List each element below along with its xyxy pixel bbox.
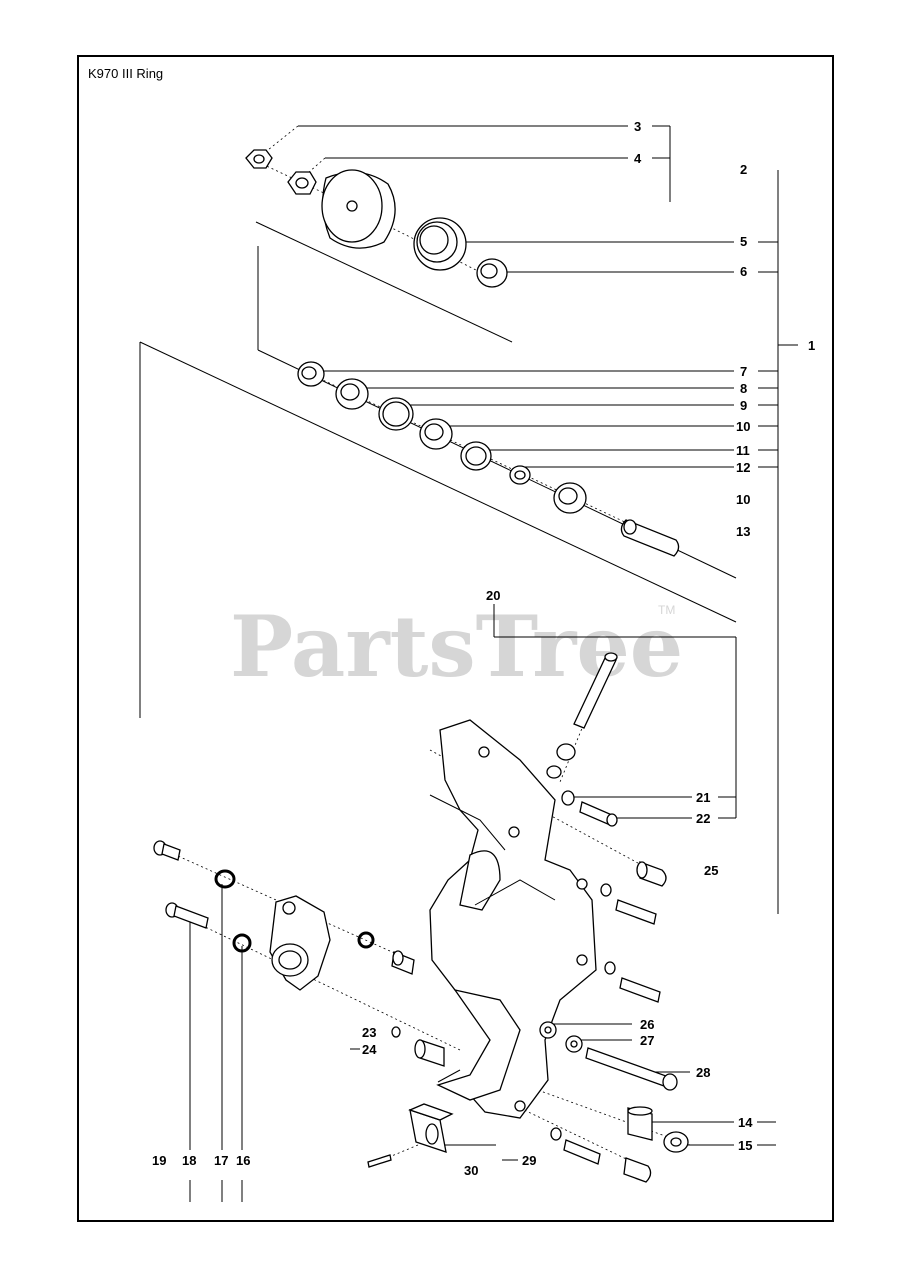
callout-27: 27: [640, 1033, 654, 1048]
callout-19: 19: [152, 1153, 166, 1168]
callout-6: 6: [740, 264, 747, 279]
callout-7: 7: [740, 364, 747, 379]
callout-numbers: 3 4 2 5 6 1 7 8 9 10 11 12 10 13 20 21 2…: [152, 119, 815, 1178]
callout-22: 22: [696, 811, 710, 826]
part-17-o-ring: [214, 869, 236, 889]
callout-14: 14: [738, 1115, 753, 1130]
diagram-frame: [77, 55, 834, 1222]
part-15-washer: [663, 1131, 689, 1153]
part-5-pulley: [413, 217, 467, 271]
part-26-washer: [539, 1021, 557, 1039]
part-8-bearing: [335, 378, 369, 410]
callout-10-second: 10: [736, 492, 750, 507]
clamp-sleeve: [391, 950, 415, 975]
callout-17: 17: [214, 1153, 228, 1168]
clamp-o-ring: [357, 931, 375, 949]
callout-3: 3: [634, 119, 641, 134]
part-20-tensioner-screw: [573, 652, 618, 729]
callout-16: 16: [236, 1153, 250, 1168]
part-24-sleeve: [414, 1039, 445, 1067]
callout-23: 23: [362, 1025, 376, 1040]
clamp-bracket: [269, 895, 331, 991]
callout-15: 15: [738, 1138, 752, 1153]
diagram-title: K970 III Ring: [88, 66, 164, 81]
part-6-bearing: [476, 258, 508, 288]
callout-10: 10: [736, 419, 750, 434]
part-7-bearing: [297, 361, 325, 387]
bracket-lines: [189, 125, 798, 1202]
part-11-ring: [460, 441, 492, 471]
part-3-nut: [245, 149, 273, 169]
leader-lines: [189, 125, 734, 1150]
watermark: PartsTree: [230, 597, 683, 696]
callout-4: 4: [634, 151, 642, 166]
part-12-washer: [509, 465, 531, 485]
callout-28: 28: [696, 1065, 710, 1080]
callout-21: 21: [696, 790, 710, 805]
callout-29: 29: [522, 1153, 536, 1168]
part-27-washer: [565, 1035, 583, 1053]
callout-30: 30: [464, 1163, 478, 1178]
arm-screws-right: [600, 883, 661, 1003]
part-28-long-bolt: [585, 1047, 678, 1091]
part-13-shaft: [620, 519, 680, 557]
part-4-nut: [287, 171, 317, 195]
tensioner-nuts: [546, 743, 576, 779]
part-10-bearing-second: [553, 482, 587, 514]
part-23-ring: [391, 1026, 401, 1038]
callout-8: 8: [740, 381, 747, 396]
part-30-block: [408, 1103, 454, 1153]
part-25-bolt: [636, 861, 667, 887]
lower-bolts: [550, 1127, 652, 1183]
callout-1: 1: [808, 338, 815, 353]
callout-11: 11: [736, 443, 750, 458]
callout-25: 25: [704, 863, 718, 878]
callout-18: 18: [182, 1153, 196, 1168]
trademark: TM: [658, 603, 675, 617]
callout-20: 20: [486, 588, 500, 603]
part-21-washer: [561, 790, 575, 806]
part-18-screw: [165, 902, 209, 929]
callout-5: 5: [740, 234, 747, 249]
arm-housing: [429, 719, 597, 1119]
callout-2: 2: [740, 162, 747, 177]
callout-26: 26: [640, 1017, 654, 1032]
part-29-screw: [367, 1154, 392, 1168]
callout-13: 13: [736, 524, 750, 539]
callout-12: 12: [736, 460, 750, 475]
part-10-bearing: [419, 418, 453, 450]
callout-24: 24: [362, 1042, 377, 1057]
callout-9: 9: [740, 398, 747, 413]
part-16-o-ring: [232, 933, 252, 953]
part-9-snap-ring: [378, 397, 414, 431]
pulley-cover: [321, 169, 396, 249]
part-22-screw: [579, 801, 618, 827]
part-14-spacer: [627, 1106, 653, 1141]
part-19-bolt: [153, 840, 181, 861]
